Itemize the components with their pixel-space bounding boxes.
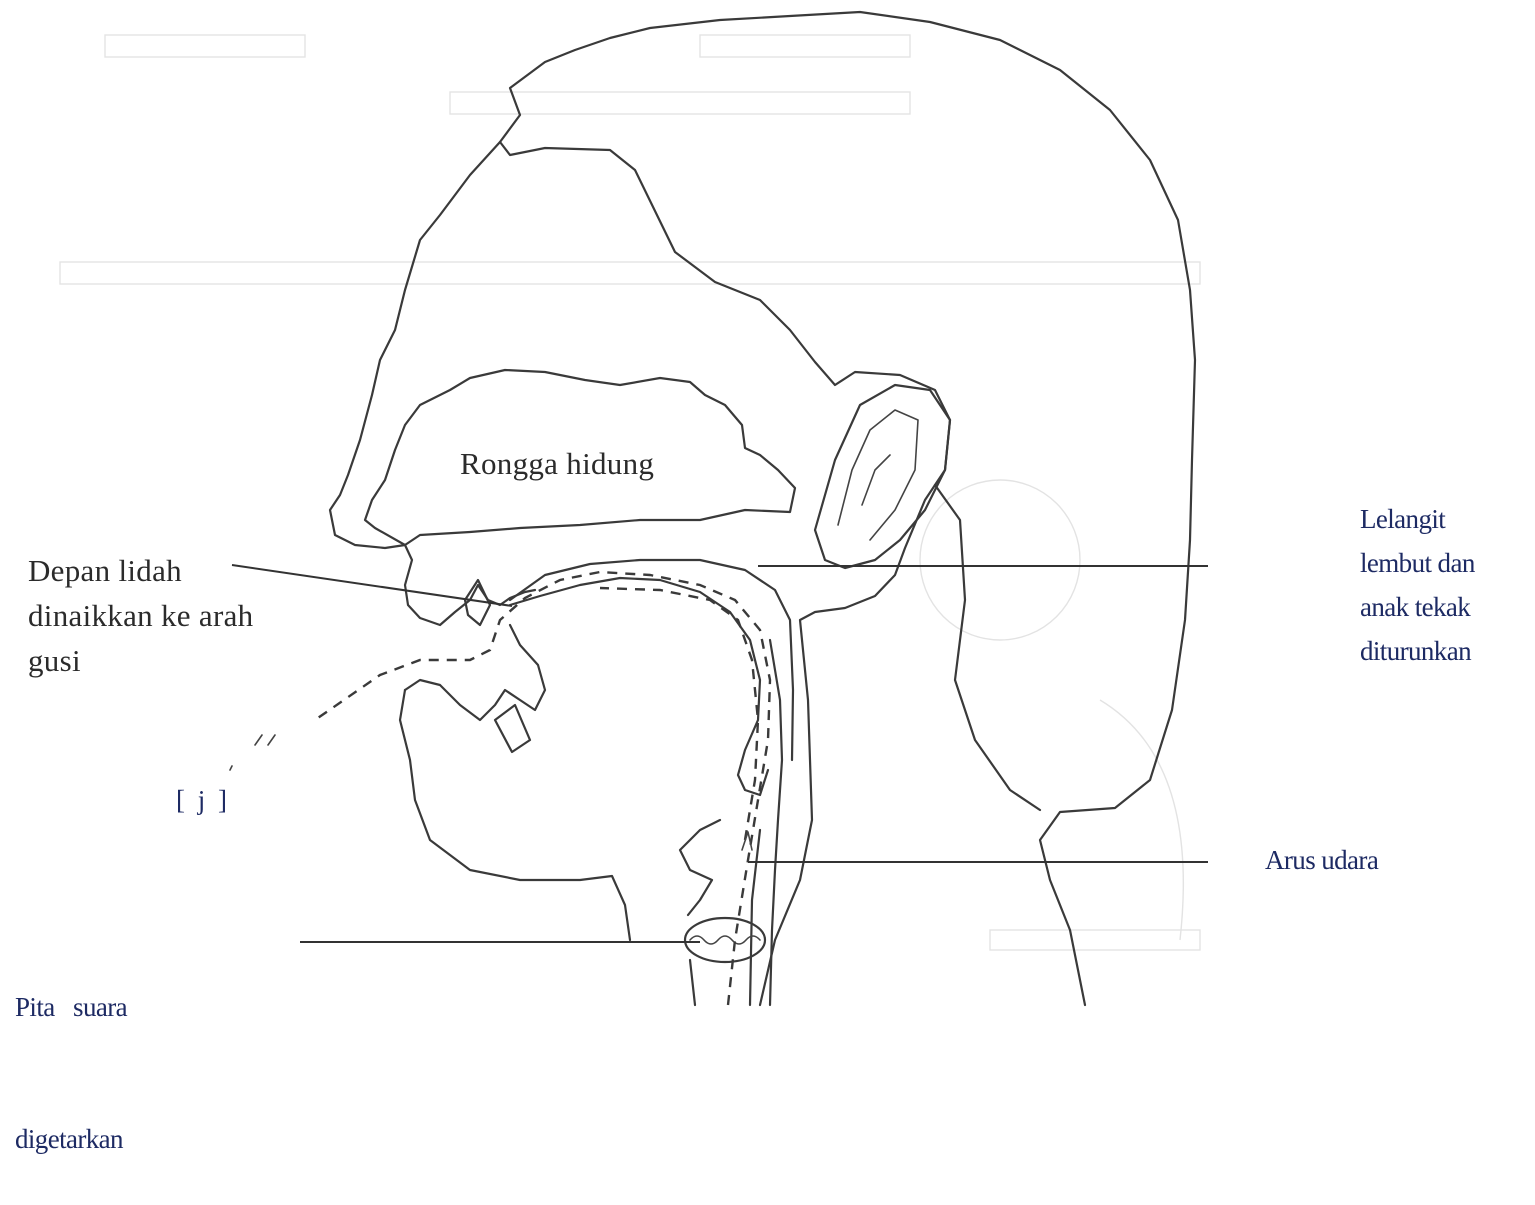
label-airflow: Arus udara [1265, 838, 1378, 882]
label-vocal-cords: Pita suara digetarkan [15, 897, 127, 1205]
ear-outer [815, 385, 950, 568]
airflow-arrow [742, 832, 752, 850]
face-profile [330, 142, 500, 548]
head-outline [500, 12, 1195, 1005]
label-soft-palate: Lelangit lembut dan anak tekak diturunka… [1360, 497, 1475, 673]
vocal-cords [690, 936, 760, 944]
sound-emission-marks [230, 735, 275, 770]
label-soft-palate-line-4: diturunkan [1360, 629, 1475, 673]
label-tongue-front-line-1: Depan lidah [28, 548, 253, 593]
larynx [685, 918, 765, 962]
label-vocal-cords-line-1: Pita suara [15, 985, 127, 1029]
ear-canal [862, 455, 890, 505]
label-tongue-front: Depan lidah dinaikkan ke arah gusi [28, 548, 253, 683]
label-soft-palate-line-3: anak tekak [1360, 585, 1475, 629]
label-phoneme: [ j ] [176, 778, 230, 822]
lower-jaw-line [405, 625, 545, 720]
trachea-back [750, 830, 760, 1005]
neck-back-line [935, 485, 1040, 810]
epiglottis [680, 820, 720, 915]
label-nasal-cavity: Rongga hidung [460, 446, 654, 482]
label-soft-palate-line-2: lembut dan [1360, 541, 1475, 585]
lower-lip-chin [400, 690, 630, 940]
airflow-inner-path [600, 588, 758, 840]
background-ghost-marks [60, 35, 1200, 950]
label-soft-palate-line-1: Lelangit [1360, 497, 1475, 541]
label-vocal-cords-line-2: digetarkan [15, 1117, 127, 1161]
tongue-outline [510, 578, 768, 795]
palate-line [510, 560, 793, 760]
lower-teeth [495, 705, 530, 752]
airflow-path [315, 572, 770, 1005]
mouth-outline [405, 545, 535, 625]
tongue-front-leader [232, 565, 512, 606]
label-tongue-front-line-2: dinaikkan ke arah [28, 593, 253, 638]
pharynx-wall [770, 640, 782, 1005]
label-tongue-front-line-3: gusi [28, 638, 253, 683]
trachea-front [690, 960, 695, 1005]
